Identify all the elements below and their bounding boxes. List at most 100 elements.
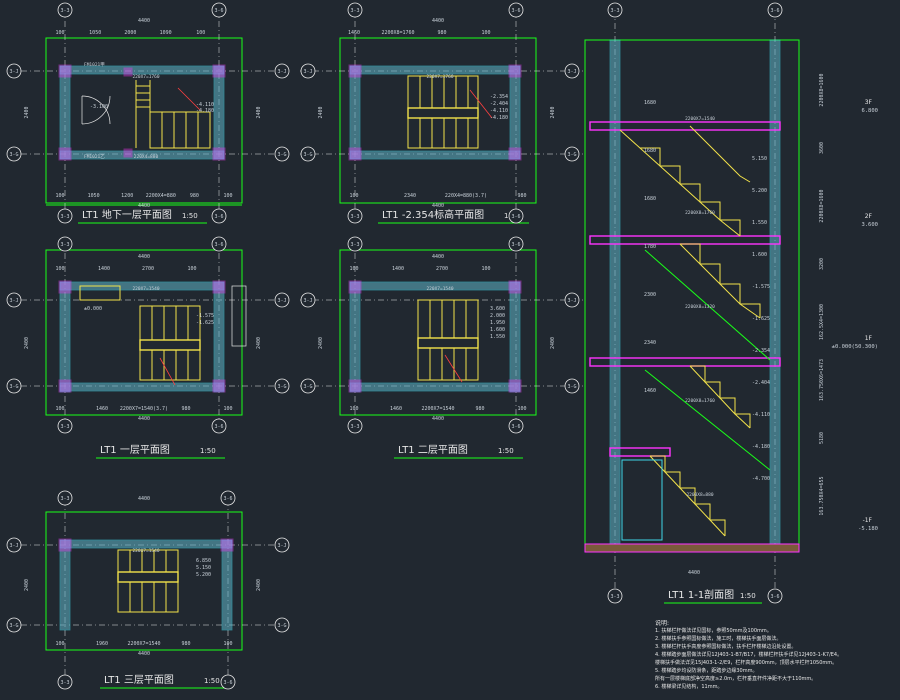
- plan1-axis-left-top-circle: [6, 63, 22, 79]
- plan1-axis-top-right-circle: [211, 2, 227, 18]
- plan1-dim-bottom-4: 980: [190, 193, 199, 199]
- plan1-axis-bottom-right: 3-6: [214, 214, 223, 220]
- plan4-axis-right-top-circle: [564, 292, 580, 308]
- section-level-4: -1.575: [752, 284, 770, 290]
- plan3-axis-left-top: 3-J: [9, 298, 18, 304]
- plan2-axis-bottom-right: 3-6: [511, 214, 520, 220]
- note-line: 4. 楼梯踏步面层做法详见12J403-1-B7/B17，楼梯栏杆扶手详见12J…: [655, 652, 843, 658]
- note-line: 5. 楼梯踏步均设防滑条，距踏步边缘30mm。: [655, 668, 758, 674]
- plan2-dim-top-4: 100: [481, 30, 490, 36]
- plan5-level-2: 5.200: [196, 572, 211, 578]
- plan5-dim-bottom-0: 100: [55, 641, 64, 647]
- plan1-stair-label-1: 220X4=880: [134, 154, 159, 160]
- plan5-level-0: 6.850: [196, 558, 211, 564]
- plan1-axis-right-top: 3-J: [277, 69, 286, 75]
- plan5-scale: 1:50: [204, 677, 220, 685]
- plan1-axis-left-bottom-circle: [6, 146, 22, 162]
- plan3-axis-right-bottom: 3-G: [277, 384, 286, 390]
- plan5-axis-top-left-circle: [57, 490, 73, 506]
- plan1-dim-top-5: 100: [196, 30, 205, 36]
- section-axis-top-right-circle: [767, 2, 783, 18]
- plan1-scale: 1:50: [182, 212, 198, 220]
- plan3-dim-bottom-3: 980: [181, 406, 190, 412]
- plan1-axis-left-bottom: 3-G: [9, 152, 18, 158]
- plan2-dim-bottom-3: 980: [517, 193, 526, 199]
- plan1-side-dim-right: 2400: [256, 106, 262, 118]
- plan1-dim-bottom-2: 1200: [121, 193, 133, 199]
- plan3-axis-right-top: 3-J: [277, 298, 286, 304]
- plan5-axis-bottom-right-circle: [220, 674, 236, 690]
- plan2-side-dim-left: 2400: [318, 106, 324, 118]
- section-floor-level-2: ±0.000(50.300): [832, 344, 878, 350]
- plan4-level-3: 1.600: [490, 327, 505, 333]
- plan1-axis-left-top: 3-J: [9, 69, 18, 75]
- plan1-level-0: -3.100: [90, 104, 108, 110]
- plan1-dim-bottom-3: 2200X4=880: [146, 193, 176, 199]
- plan3-title: LT1 一层平面图: [100, 444, 170, 456]
- plan4-side-dim-right: 2400: [550, 337, 556, 349]
- plan2-dim-top-2: 2200X8=1760: [381, 30, 414, 36]
- plan1-title: LT1 地下一层平面图: [82, 208, 172, 221]
- plan2-axis-top-right-circle: [508, 2, 524, 18]
- section-floor-level-1: 3.600: [861, 222, 878, 228]
- plan1-axis-right-bottom: 3-G: [277, 152, 286, 158]
- plan1-axis-top-left: 3-3: [60, 8, 69, 14]
- section-title: LT1 1-1剖面图: [668, 588, 734, 601]
- note-line: 1. 扶梯栏杆做法详见国标，参照50mm及100mm。: [655, 628, 772, 634]
- plan3-dim-bottom-0: 100: [55, 406, 64, 412]
- plan3-dim-top-1: 100: [55, 266, 64, 272]
- plan5-axis-left-bottom-circle: [6, 617, 22, 633]
- plan4-axis-top-right-circle: [508, 236, 524, 252]
- plan5-axis-right-bottom-circle: [274, 617, 290, 633]
- plan2-axis-right-bottom-circle: [564, 146, 580, 162]
- plan2-axis-right-top: 3-J: [567, 69, 576, 75]
- plan2-axis-top-left-circle: [347, 2, 363, 18]
- section-floor-label-3: -1F: [863, 517, 873, 524]
- plan2-axis-left-bottom-circle: [300, 146, 316, 162]
- plan4-dim-bottom-2: 2200X7=1540: [421, 406, 454, 412]
- plan4-dim-top-1: 100: [349, 266, 358, 272]
- plan3-axis-top-right-circle: [211, 236, 227, 252]
- plan2-axis-top-right: 3-6: [511, 8, 520, 14]
- plan3-axis-left-top-circle: [6, 292, 22, 308]
- section-left-dim-6: 1460: [644, 388, 656, 394]
- plan3-dim-bottom-1: 1460: [96, 406, 108, 412]
- plan5-axis-top-right: 3-6: [223, 496, 232, 502]
- section-1-1: [584, 10, 800, 590]
- plan1-axis-bottom-left-circle: [57, 208, 73, 224]
- plan2-axis-top-left: 3-3: [350, 8, 359, 14]
- section-axis-bottom-right-circle: [767, 588, 783, 604]
- plan1-door-label-0: FM1021甲: [84, 62, 105, 68]
- section-level-10: -4.700: [752, 476, 770, 482]
- plan1-dim-top-1: 100: [55, 30, 64, 36]
- plan1-dim-bottom-6: 4400: [138, 203, 150, 209]
- plan2-level-1: -2.404: [490, 101, 508, 107]
- plan4-dim-bottom-4: 100: [517, 406, 526, 412]
- plan2-dim-bottom-0: 100: [349, 193, 358, 199]
- section-level-1: 5.200: [752, 188, 767, 194]
- plan5-side-dim-right: 2400: [256, 579, 262, 591]
- plan5-axis-left-top: 3-J: [9, 543, 18, 549]
- plan2-level-3: -4.180: [490, 115, 508, 121]
- plan5-title: LT1 三层平面图: [104, 674, 174, 686]
- section-axis-bottom-left: 3-3: [610, 594, 619, 600]
- plan1-axis-right-top-circle: [274, 63, 290, 79]
- plan3-dim-bottom-4: 100: [223, 406, 232, 412]
- section-right-dim-6: 5180: [819, 432, 825, 444]
- plan4-dim-bottom-3: 980: [475, 406, 484, 412]
- plan4-dim-bottom-0: 100: [349, 406, 358, 412]
- plan1-level-1: -4.110: [196, 102, 214, 108]
- plan3-dim-bottom-2: 2200X7=1540(3.7): [120, 406, 168, 412]
- plan1-dim-top-3: 2000: [124, 30, 136, 36]
- section-level-5: -1.625: [752, 316, 770, 322]
- note-line: 2. 楼梯扶手参照国标做法，施工时，楼梯扶手面层做法。: [655, 636, 782, 642]
- section-floor-label-2: 1F: [865, 335, 873, 342]
- plan1-axis-right-bottom-circle: [274, 146, 290, 162]
- plan2-side-dim-right: 2400: [550, 106, 556, 118]
- plan3-side-dim-right: 2400: [256, 337, 262, 349]
- section-floor-level-3: -5.180: [858, 526, 878, 532]
- section-bottom-dim: 4400: [688, 570, 700, 576]
- plan5-axis-top-left: 3-3: [60, 496, 69, 502]
- plan5-axis-bottom-left-circle: [57, 674, 73, 690]
